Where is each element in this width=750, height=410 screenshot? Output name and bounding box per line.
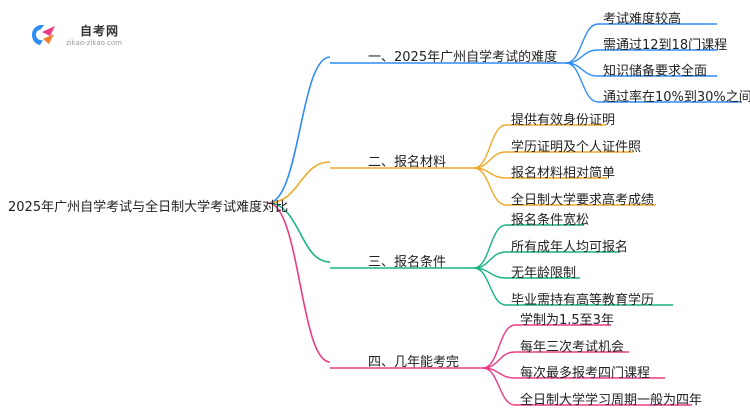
connector-b4-leaf-2 xyxy=(482,351,629,369)
b2-leaf-2: 学历证明及个人证件照 xyxy=(511,140,642,155)
b4-leaf-1: 学制为1.5至3年 xyxy=(520,313,614,328)
b3-leaf-4: 毕业需持有高等教育学历 xyxy=(511,293,655,308)
connector-root-branch-4 xyxy=(267,202,331,363)
site-logo[interactable]: 自考网 zikao-zikao.com xyxy=(28,20,148,52)
logo-title: 自考网 xyxy=(80,24,120,38)
connector-b1-leaf-2 xyxy=(565,49,717,64)
b1-leaf-3: 知识储备要求全面 xyxy=(603,64,708,79)
connector-b1-leaf-4 xyxy=(565,62,742,103)
logo-url: zikao-zikao.com xyxy=(66,39,122,47)
connector-b2-leaf-4 xyxy=(473,167,656,206)
b2-leaf-1: 提供有效身份证明 xyxy=(511,113,616,128)
connector-root-branch-1 xyxy=(267,56,331,204)
connector-root-branch-2 xyxy=(267,161,331,204)
b2-leaf-4: 全日制大学要求高考成绩 xyxy=(511,193,655,208)
connector-b4-leaf-1 xyxy=(482,324,611,369)
branch-1-label: 一、2025年广州自学考试的难度 xyxy=(368,50,558,65)
connector-b3-leaf-1 xyxy=(473,224,584,269)
connector-root-branch-3 xyxy=(267,202,331,263)
b1-leaf-1: 考试难度较高 xyxy=(603,12,682,27)
b1-leaf-2: 需通过12到18门课程 xyxy=(603,38,728,53)
b4-leaf-4: 全日制大学学习周期一般为四年 xyxy=(520,393,703,408)
branch-3-label: 三、报名条件 xyxy=(368,255,447,270)
b1-leaf-4: 通过率在10%到30%之间 xyxy=(603,90,750,105)
connector-b2-leaf-2 xyxy=(473,151,633,169)
b4-leaf-2: 每年三次考试机会 xyxy=(520,340,625,355)
connector-b3-leaf-4 xyxy=(473,267,673,306)
b2-leaf-3: 报名材料相对简单 xyxy=(511,166,616,181)
connector-b2-leaf-1 xyxy=(473,124,606,169)
connector-b1-leaf-1 xyxy=(565,23,717,64)
root-node: 2025年广州自学考试与全日制大学考试难度对比 xyxy=(8,200,289,215)
b3-leaf-2: 所有成年人均可报名 xyxy=(511,240,629,255)
branch-4-label: 四、几年能考完 xyxy=(368,355,460,370)
branch-2-label: 二、报名材料 xyxy=(368,155,447,170)
logo-mark-icon xyxy=(32,24,55,45)
b3-leaf-3: 无年龄限制 xyxy=(511,266,577,281)
connector-b4-leaf-4 xyxy=(482,367,692,406)
b4-leaf-3: 每次最多报考四门课程 xyxy=(520,366,651,381)
b3-leaf-1: 报名条件宽松 xyxy=(511,213,590,228)
connector-b3-leaf-2 xyxy=(473,251,620,269)
